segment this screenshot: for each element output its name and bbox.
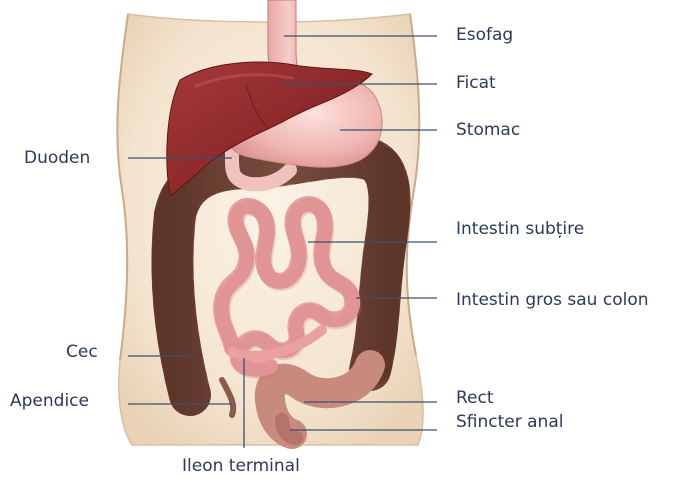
label-ileon-terminal: Ileon terminal bbox=[182, 456, 300, 476]
label-ficat: Ficat bbox=[456, 73, 496, 93]
label-cec: Cec bbox=[66, 342, 98, 362]
label-rect: Rect bbox=[456, 388, 494, 408]
label-esofag: Esofag bbox=[456, 25, 513, 45]
label-duoden: Duoden bbox=[24, 148, 90, 168]
label-intestin-subtire: Intestin subțire bbox=[456, 219, 584, 239]
label-stomac: Stomac bbox=[456, 120, 520, 140]
label-apendice: Apendice bbox=[10, 391, 89, 411]
label-sfincter-anal: Sfincter anal bbox=[456, 412, 563, 432]
label-intestin-gros: Intestin gros sau colon bbox=[456, 290, 649, 310]
